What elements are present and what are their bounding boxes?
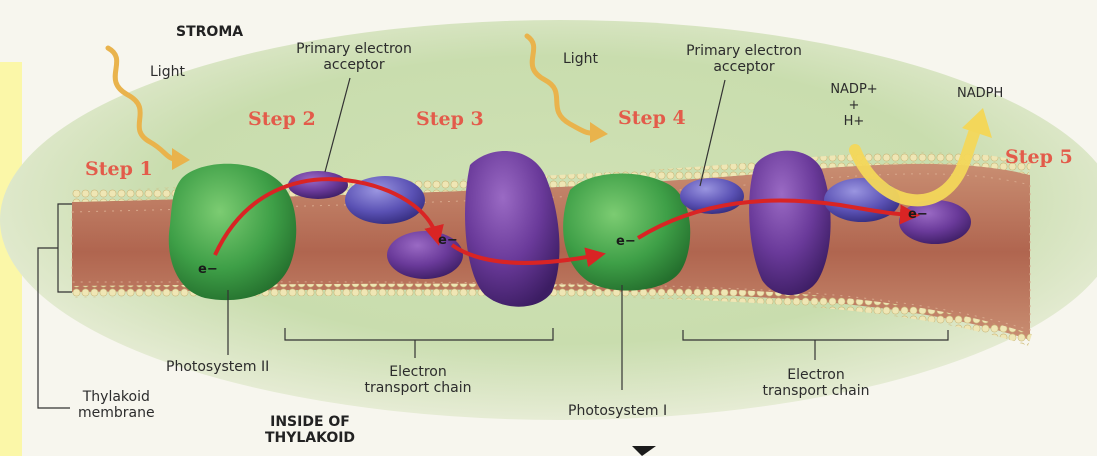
stroma-label: STROMA — [176, 24, 243, 40]
step-2-label: Step 2 — [248, 108, 316, 130]
step-3-label: Step 3 — [416, 108, 484, 130]
photosystem-i-complex — [563, 174, 690, 291]
light-label-1: Light — [150, 64, 185, 80]
step-4-label: Step 4 — [618, 107, 686, 129]
photosystem-ii-complex — [169, 164, 296, 300]
thylakoid-membrane-label: Thylakoid membrane — [78, 389, 155, 421]
etc2-protein-b — [749, 151, 831, 295]
photosystem-i-label: Photosystem I — [568, 403, 667, 419]
electron-ps2: e− — [198, 262, 218, 277]
inside-thylakoid-label: INSIDE OF THYLAKOID — [265, 414, 355, 446]
step-1-label: Step 1 — [85, 158, 153, 180]
step-5-label: Step 5 — [1005, 146, 1073, 168]
electron-nadp: e− — [908, 207, 928, 222]
acceptor-label-1: Primary electron acceptor — [296, 41, 412, 73]
nadp-label: NADP+ + H+ — [830, 82, 877, 130]
electron-ps1: e− — [616, 234, 636, 249]
photosystem-ii-label: Photosystem II — [166, 359, 269, 375]
etc-label-1: Electron transport chain — [364, 364, 471, 396]
electron-etc1: e− — [438, 233, 458, 248]
acceptor-label-2: Primary electron acceptor — [686, 43, 802, 75]
nadph-label: NADPH — [957, 86, 1003, 102]
etc-label-2: Electron transport chain — [762, 367, 869, 399]
light-label-2: Light — [563, 51, 598, 67]
